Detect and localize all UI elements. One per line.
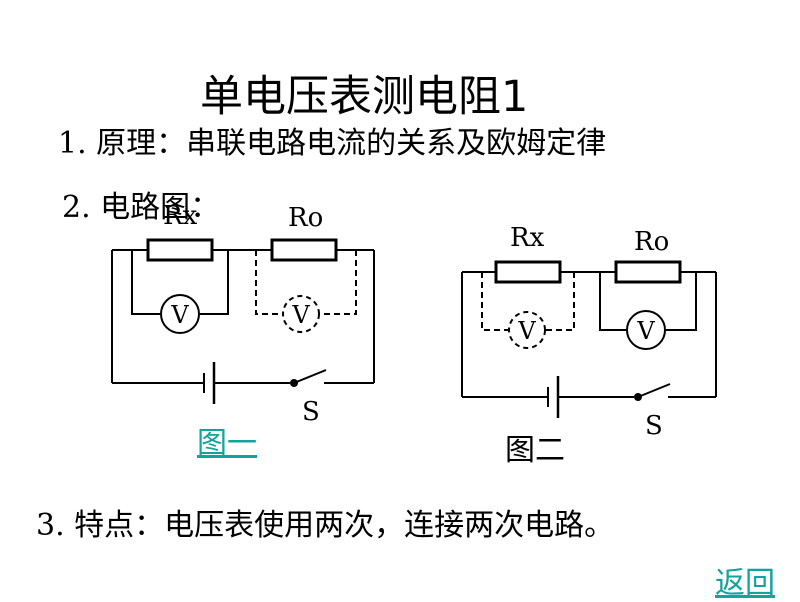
r0-resistor bbox=[614, 260, 682, 284]
page-title: 单电压表测电阻1 bbox=[200, 72, 529, 122]
switch-symbol bbox=[637, 383, 671, 398]
dashed-voltmeter-symbol bbox=[508, 311, 546, 349]
circuit-diagram-1 bbox=[111, 238, 375, 404]
rx-resistor bbox=[146, 238, 214, 262]
voltmeter-label: V bbox=[636, 317, 655, 345]
r0-label: Ro bbox=[288, 203, 323, 233]
feature-text: 3. 特点：电压表使用两次，连接两次电路。 bbox=[36, 508, 615, 543]
rx-label: Rx bbox=[163, 201, 198, 231]
rx-label: Rx bbox=[510, 223, 545, 253]
principle-text: 1. 原理：串联电路电流的关系及欧姆定律 bbox=[58, 126, 607, 161]
switch-label: S bbox=[645, 411, 663, 441]
rx-resistor bbox=[494, 260, 562, 284]
r0-resistor bbox=[270, 238, 338, 262]
voltmeter-label: V bbox=[170, 301, 189, 329]
switch-label: S bbox=[302, 397, 320, 427]
figure-2-caption: 图二 bbox=[505, 433, 565, 468]
back-link[interactable]: 返回 bbox=[715, 566, 775, 601]
dashed-voltmeter-symbol bbox=[282, 295, 320, 333]
dashed-voltmeter-label: V bbox=[517, 317, 536, 345]
switch-symbol bbox=[293, 369, 327, 384]
r0-label: Ro bbox=[634, 227, 669, 257]
circuit-diagram-2 bbox=[461, 260, 717, 418]
circuit-diagram-heading: 2. 电路图： bbox=[62, 190, 221, 225]
voltmeter-symbol bbox=[626, 310, 666, 350]
figure-1-link[interactable]: 图一 bbox=[197, 426, 257, 461]
dashed-voltmeter-label: V bbox=[291, 301, 310, 329]
voltmeter-symbol bbox=[160, 294, 200, 334]
